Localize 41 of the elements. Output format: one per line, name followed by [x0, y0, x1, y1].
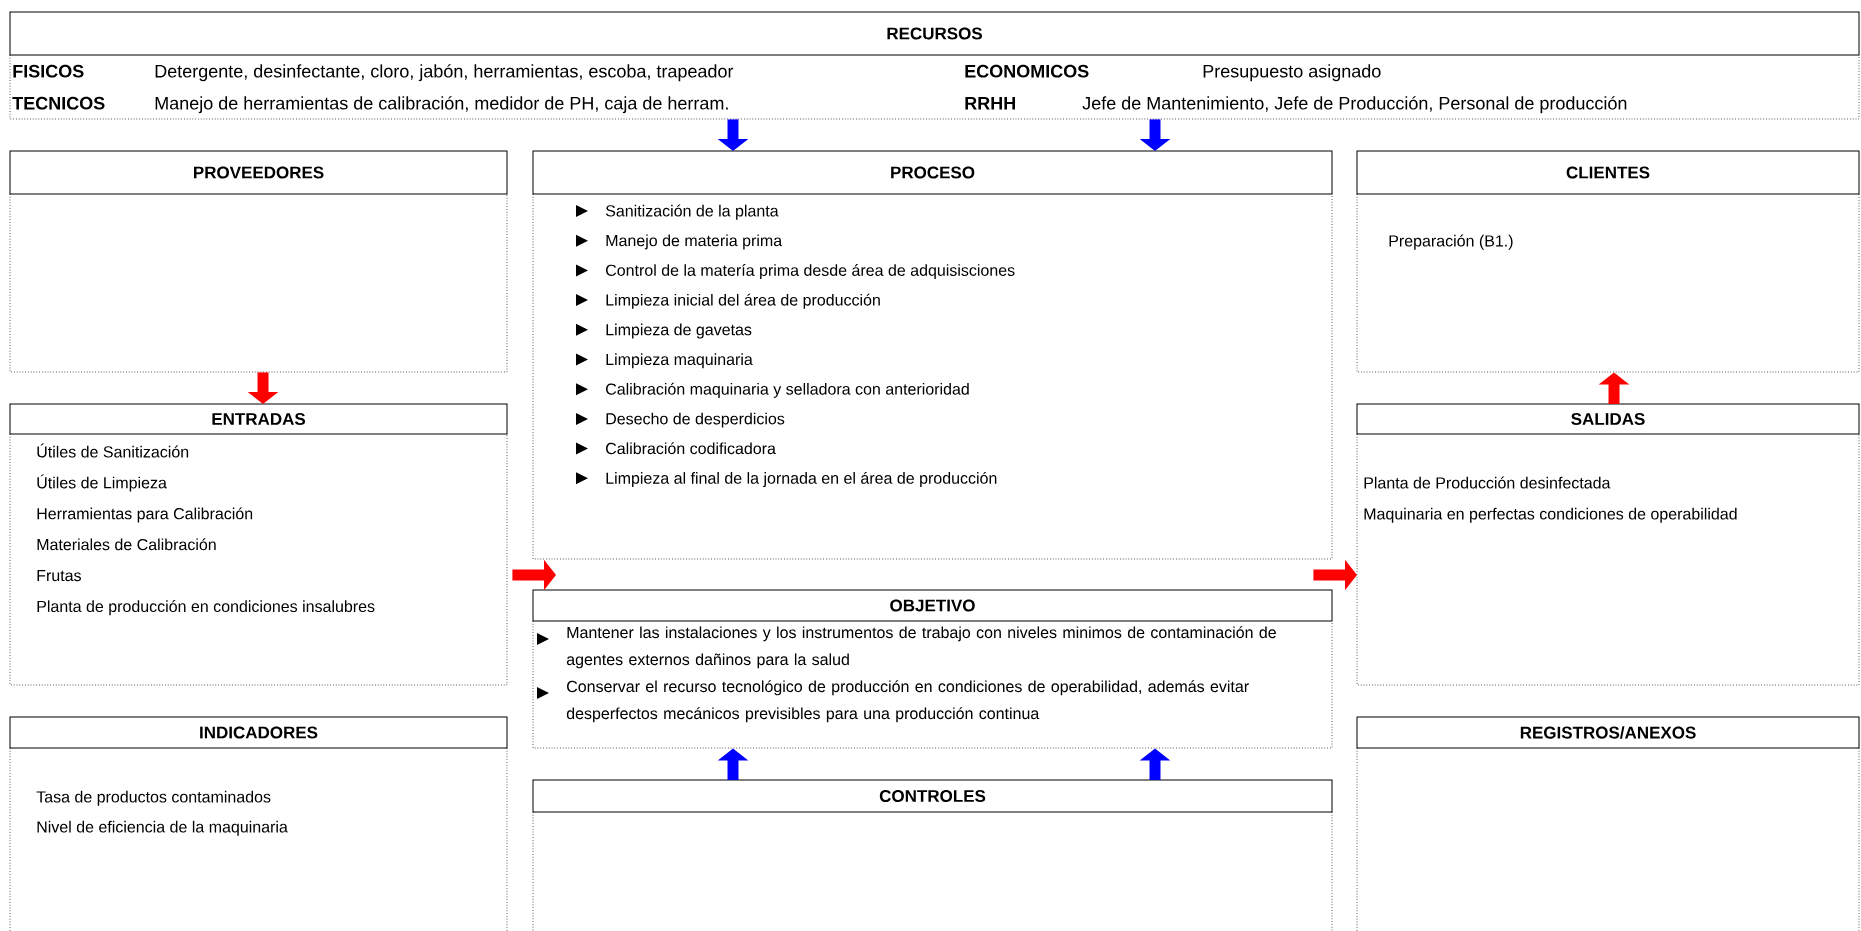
- item-text: Calibración maquinaria y selladora con anterioridad: [606, 382, 969, 398]
- item-text: Limpieza al final de la jornada en el área de producción: [606, 471, 997, 487]
- row-label: RRHH: [965, 97, 1015, 110]
- section-header: REGISTROS/ANEXOS: [1356, 716, 1860, 749]
- item-text: Planta de Producción desinfectada: [1364, 476, 1611, 489]
- item-text: Preparación (B1.): [1389, 234, 1513, 250]
- item-text: Materiales de Calibración: [37, 538, 216, 551]
- section-header: INDICADORES: [9, 716, 508, 749]
- item-text: Presupuesto asignado: [1203, 64, 1381, 82]
- item-text: Desecho de desperdicios: [606, 412, 785, 428]
- section-header: SALIDAS: [1356, 403, 1860, 435]
- section-header: ENTRADAS: [9, 403, 508, 435]
- item-text: Útiles de Sanitización: [37, 443, 189, 458]
- section-header: PROVEEDORES: [9, 150, 508, 195]
- item-text: Útiles de Limpieza: [37, 474, 167, 492]
- item-text: Jefe de Mantenimiento, Jefe de Producción, Personal de producción: [1082, 96, 1627, 114]
- item-text: Maquinaria en perfectas condiciones de operabilidad: [1364, 507, 1737, 523]
- item-text: Calibración codificadora: [606, 442, 776, 455]
- item-text: Limpieza inicial del área de producción: [606, 293, 880, 309]
- item-text: Conservar el recurso tecnológico de producción en condiciones de operabilidad, además evitar desperfectos mecánicos previsibles para una producción continua: [566, 680, 1249, 723]
- item-text: Tasa de productos contaminados: [36, 790, 271, 806]
- item-text: Mantener las instalaciones y los instrumentos de trabajo con niveles minimos de contaminación de agentes externos dañinos para la salud: [566, 626, 1276, 669]
- item-text: Frutas: [37, 570, 81, 582]
- item-text: Herramientas para Calibración: [37, 507, 253, 523]
- item-text: Nivel de eficiencia de la maquinaria: [37, 820, 288, 836]
- section-header: PROCESO: [532, 150, 1333, 195]
- item-text: Sanitización de la planta: [605, 204, 779, 220]
- section-header: OBJETIVO: [532, 589, 1333, 622]
- section-header: RECURSOS: [9, 11, 1860, 56]
- row-label: FISICOS: [13, 64, 84, 78]
- item-text: Manejo de materia prima: [606, 234, 783, 250]
- section-header: CLIENTES: [1356, 150, 1860, 195]
- item-text: Detergente, desinfectante, cloro, jabón, herramientas, escoba, trapeador: [155, 64, 734, 82]
- row-label: TECNICOS: [12, 96, 105, 110]
- item-text: Planta de producción en condiciones insalubres: [37, 600, 375, 616]
- row-label: ECONOMICOS: [965, 64, 1089, 78]
- item-text: Manejo de herramientas de calibración, medidor de PH, caja de herram.: [155, 96, 728, 114]
- item-text: Limpieza maquinaria: [606, 353, 753, 369]
- item-text: Limpieza de gavetas: [606, 323, 752, 339]
- item-text: Control de la matería prima desde área de adquisisciones: [606, 264, 1015, 280]
- section-header: CONTROLES: [532, 779, 1333, 813]
